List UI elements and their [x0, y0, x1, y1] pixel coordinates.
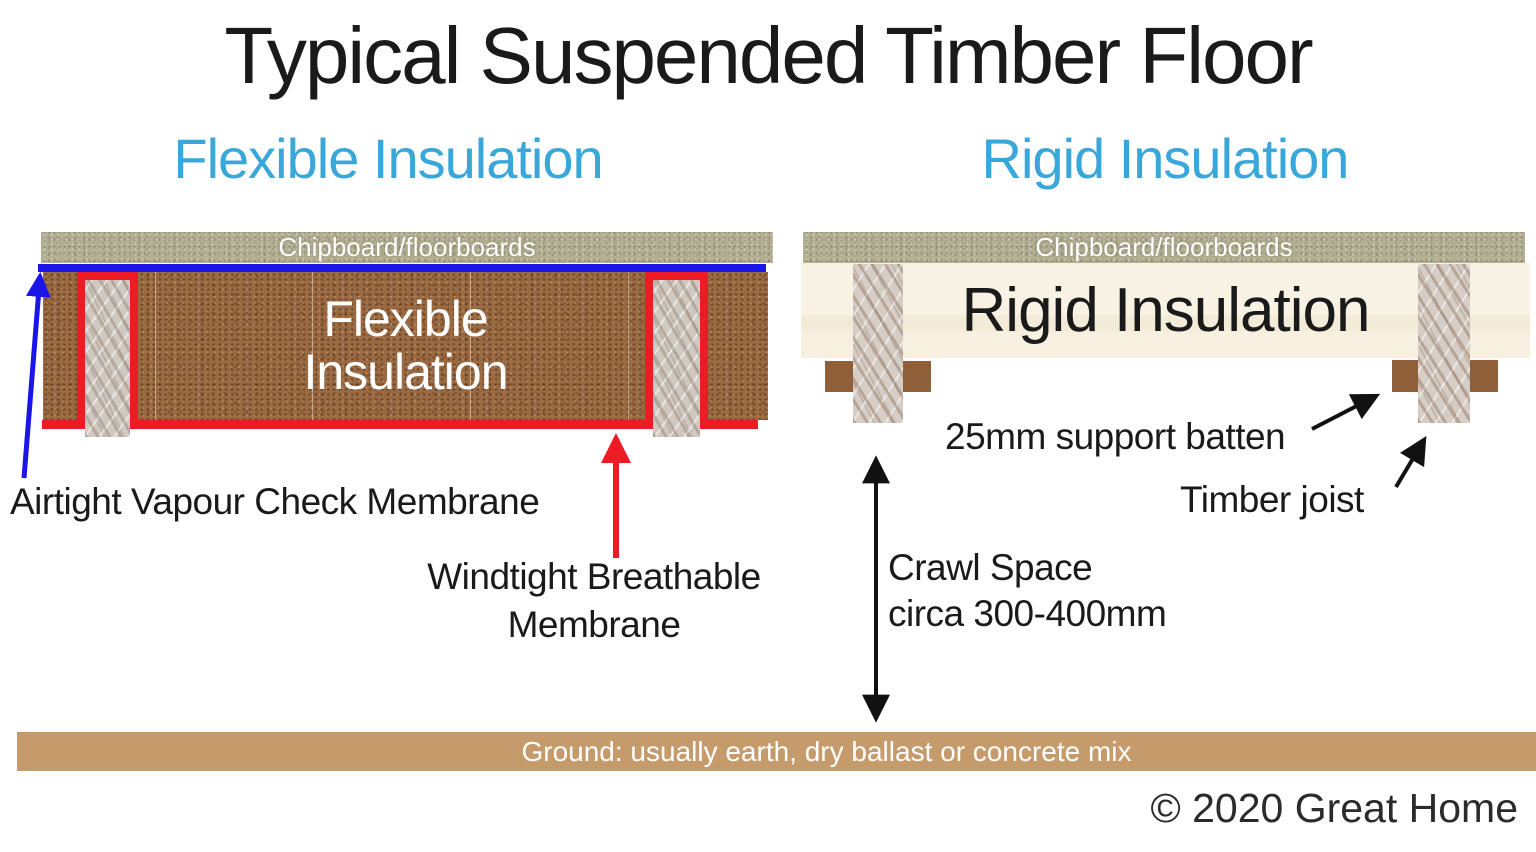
airtight-arrow	[21, 271, 51, 479]
rigid-chipboard-layer: Chipboard/floorboards	[803, 232, 1525, 263]
timber-joist-right-1	[853, 264, 903, 423]
crawl-space-label-line2: circa 300-400mm	[888, 593, 1167, 634]
timber-joist-label: Timber joist	[1180, 479, 1364, 520]
ground-layer: Ground: usually earth, dry ballast or co…	[17, 732, 1536, 771]
membrane-wrap-joist-1	[77, 272, 138, 429]
flexible-chipboard-layer: Chipboard/floorboards	[41, 232, 773, 263]
airtight-membrane-label: Airtight Vapour Check Membrane	[10, 481, 540, 522]
rigid-chipboard-label: Chipboard/floorboards	[1035, 232, 1293, 262]
support-batten	[1470, 360, 1498, 392]
rigid-panel-heading: Rigid Insulation	[981, 127, 1350, 190]
timber-joist-left-2	[653, 280, 700, 437]
crawl-space-label-line1: Crawl Space	[888, 547, 1093, 588]
copyright-text: © 2020 Great Home	[1150, 785, 1519, 831]
crawl-space-label: Crawl Space circa 300-400mm	[888, 545, 1167, 637]
timber-joist-right-2	[1418, 264, 1470, 423]
membrane-wrap-joist-2	[645, 272, 708, 429]
flexible-panel-heading: Flexible Insulation	[173, 127, 603, 190]
flexible-chipboard-label: Chipboard/floorboards	[278, 232, 536, 262]
batten-arrow	[1311, 393, 1381, 431]
support-batten	[825, 361, 853, 392]
insulation-batt-seam	[312, 272, 313, 420]
flexible-insulation-label-line2: Insulation	[303, 344, 508, 400]
windtight-membrane-label: Windtight Breathable Membrane	[394, 553, 794, 649]
support-batten	[1392, 360, 1418, 392]
timber-joist-left-1	[85, 280, 130, 437]
flexible-insulation-label-line1: Flexible	[323, 291, 488, 347]
insulation-batt-seam	[470, 272, 471, 420]
support-batten-label: 25mm support batten	[945, 416, 1286, 457]
ground-label: Ground: usually earth, dry ballast or co…	[521, 735, 1132, 767]
rigid-insulation-block: Rigid Insulation	[801, 263, 1530, 358]
insulation-batt-seam	[155, 272, 156, 420]
rigid-insulation-label: Rigid Insulation	[961, 276, 1371, 345]
support-batten	[903, 361, 931, 392]
windtight-label-line2: Membrane	[507, 604, 681, 645]
page-title: Typical Suspended Timber Floor	[224, 11, 1313, 100]
windtight-label-line1: Windtight Breathable	[427, 556, 761, 597]
windtight-membrane-line	[42, 420, 758, 429]
airtight-membrane-line	[38, 264, 766, 272]
joist-arrow	[1394, 435, 1427, 489]
insulation-batt-seam	[628, 272, 629, 420]
